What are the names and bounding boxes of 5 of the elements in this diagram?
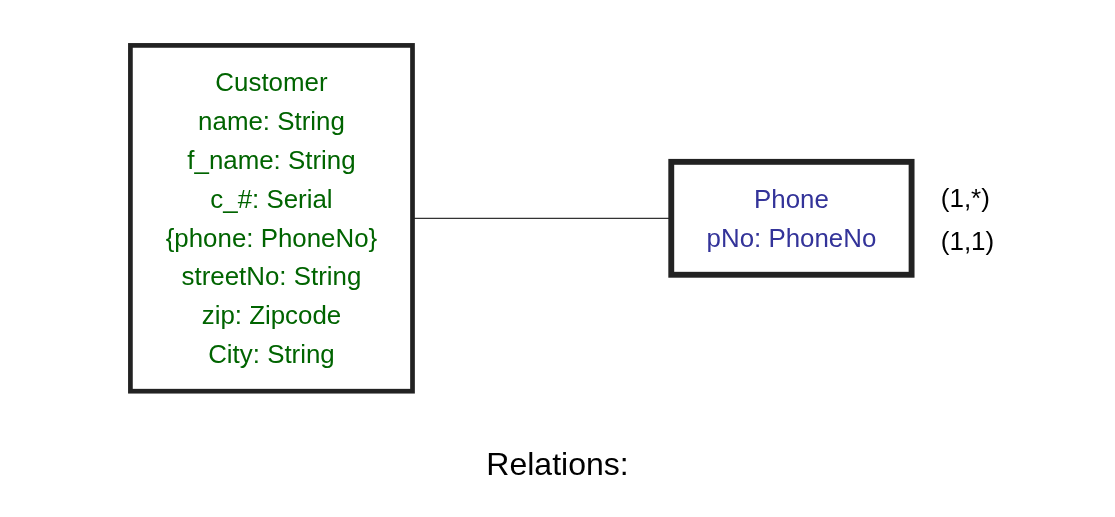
section-heading: Relations:: [485, 446, 630, 483]
node-box: Customer name: String f_name: String c_#: Serial {phone: PhoneNo} streetNo: String zip: Zipcode City: String: [127, 42, 415, 394]
cardinality-label: (1,*): [940, 183, 991, 214]
cardinality-label: (1,1): [940, 226, 995, 257]
node-box: Phone pNo: PhoneNo: [668, 158, 915, 278]
